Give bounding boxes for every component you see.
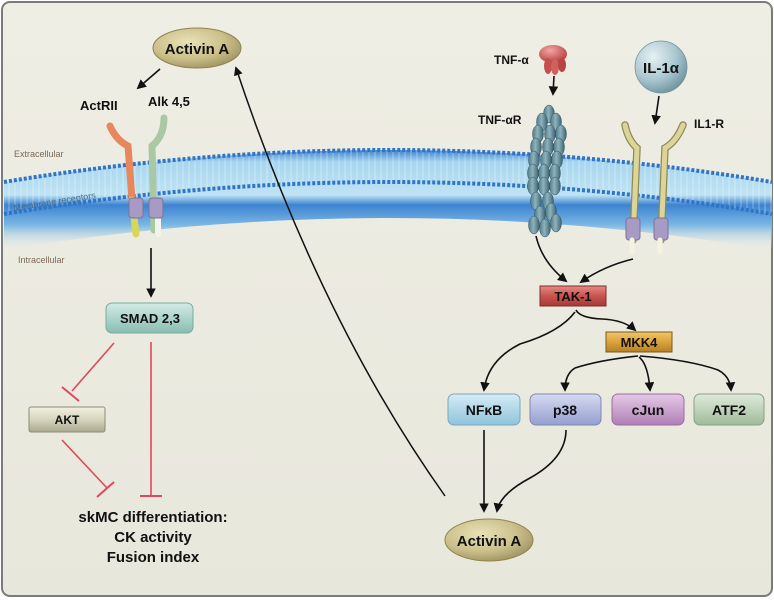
il1-receptor <box>621 121 687 255</box>
arrow-activin-feedback <box>234 66 446 497</box>
activin-a-top-node: Activin A <box>152 27 242 69</box>
activin-a-bottom-label: Activin A <box>457 533 522 550</box>
activin-a-bottom-node: Activin A <box>444 518 534 562</box>
nfkb-label: NFκB <box>466 402 503 418</box>
tak1-node: TAK-1 <box>539 285 607 307</box>
smad-node: SMAD 2,3 <box>105 302 194 334</box>
il1r-label: IL1-R <box>694 117 724 131</box>
outcome-line1: skMC differentiation: <box>78 509 227 526</box>
arrow-tnfr-to-tak1 <box>535 235 568 283</box>
p38-node: p38 <box>529 393 602 426</box>
actrii-receptor <box>106 122 144 238</box>
arrow-tak1-to-nfkb <box>480 311 576 392</box>
nfkb-node: NFκB <box>447 393 521 426</box>
tak1-label: TAK-1 <box>554 289 591 304</box>
inhibit-smad-to-akt <box>61 342 115 402</box>
tnfr-subunit <box>528 215 540 235</box>
alk-label: Alk 4,5 <box>148 94 190 109</box>
arrow-il1-to-il1r <box>651 95 661 125</box>
atf2-node: ATF2 <box>693 393 765 426</box>
arrow-mkk4-to-cjun <box>638 356 655 392</box>
arrow-mkk4-to-atf2 <box>639 355 736 392</box>
smad-label: SMAD 2,3 <box>120 311 180 326</box>
mkk4-node: MKK4 <box>605 331 673 353</box>
tnfr-subunit <box>550 213 562 233</box>
tnfr-subunit <box>549 176 561 196</box>
activin-a-top-label: Activin A <box>165 41 230 58</box>
atf2-label: ATF2 <box>712 402 746 418</box>
tnf-label: TNF-α <box>494 53 529 67</box>
inhibit-smad-to-outcome <box>140 342 162 497</box>
extracellular-label: Extracellular <box>14 149 64 159</box>
cjun-node: cJun <box>611 393 685 426</box>
arrow-activin-to-actrii <box>136 68 161 90</box>
outcome-text: skMC differentiation: CK activity Fusion… <box>78 509 227 566</box>
intracellular-label: Intracellular <box>18 255 65 265</box>
akt-label: AKT <box>55 413 80 427</box>
tnf-alpha-ligand <box>539 45 567 75</box>
tnf-alpha-receptor <box>527 104 567 238</box>
cell-membrane <box>3 148 773 250</box>
arrow-il1r-to-tak1 <box>579 258 634 284</box>
akt-node: AKT <box>28 406 106 433</box>
arrow-p38-to-activin <box>493 429 567 513</box>
mkk4-label: MKK4 <box>621 335 659 350</box>
tnfr-subunit <box>539 218 551 238</box>
outcome-line2: CK activity <box>114 529 192 546</box>
cjun-label: cJun <box>632 402 665 418</box>
arrow-mkk4-to-p38 <box>560 355 639 392</box>
alk-receptor <box>148 114 168 237</box>
il1-label: IL-1α <box>643 60 680 77</box>
actrii-label: ActRII <box>80 98 118 113</box>
outcome-line3: Fusion index <box>107 549 200 566</box>
arrow-tnf-to-tnfr <box>548 75 559 96</box>
p38-label: p38 <box>553 402 577 418</box>
tnfr-label: TNF-αR <box>478 113 522 127</box>
inhibit-akt-to-outcome <box>61 439 115 498</box>
arrow-tak1-to-mkk4 <box>575 309 637 332</box>
il1-alpha-ligand: IL-1α <box>634 40 688 94</box>
